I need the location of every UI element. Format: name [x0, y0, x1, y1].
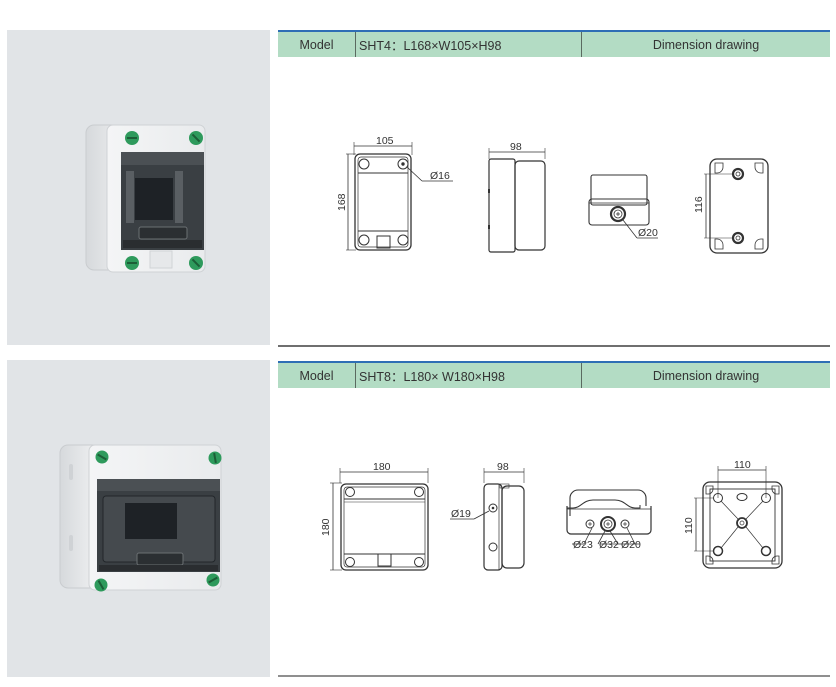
enclosure-photo-illustration [85, 124, 206, 273]
spec-header-sht4: Model SHT4：L168×W105×H98 Dimension drawi… [278, 30, 830, 57]
section-divider [278, 675, 830, 677]
dim-side-depth: 98 [510, 141, 522, 153]
rear-view-drawing: 110 110 [683, 459, 783, 569]
side-view-drawing: 98 Ø19 [450, 461, 525, 571]
dim-front-width: 105 [376, 135, 394, 147]
dim-front-hole: Ø16 [430, 170, 450, 182]
model-spec: SHT8：L180× W180×H98 [356, 363, 582, 388]
spec-header-sht8: Model SHT8：L180× W180×H98 Dimension draw… [278, 361, 830, 388]
dim-bottom-hole-right: Ø20 [621, 539, 641, 551]
dim-rear-spacing: 116 [693, 196, 705, 213]
screw-icon [125, 131, 203, 270]
dimension-drawing-sht4: 105 168 Ø16 [278, 57, 830, 345]
side-view-drawing: 98 [488, 141, 546, 253]
dimension-drawing-label: Dimension drawing [652, 368, 760, 383]
product-photo-sht8 [7, 360, 270, 677]
dim-rear-width: 110 [734, 459, 751, 471]
dimension-drawing-label: Dimension drawing [652, 37, 760, 52]
model-label: Model [278, 32, 356, 57]
enclosure-photo-illustration [59, 444, 222, 592]
model-spec: SHT4：L168×W105×H98 [356, 32, 582, 57]
dim-bottom-hole: Ø20 [638, 227, 658, 239]
product-photo-sht4 [7, 30, 270, 345]
dim-front-height: 180 [320, 518, 332, 536]
dim-side-depth: 98 [497, 461, 509, 473]
dim-rear-height: 110 [683, 517, 695, 534]
dimension-drawing-sht8: 180 180 98 [278, 388, 830, 676]
rear-view-drawing: 116 [693, 158, 769, 254]
front-view-drawing: 180 180 [320, 461, 429, 571]
front-view-drawing: 105 168 Ø16 [336, 135, 453, 251]
section-divider [278, 345, 830, 347]
model-label: Model [278, 363, 356, 388]
dim-bottom-hole-left: Ø23 [573, 539, 593, 551]
dim-bottom-hole-center: Ø32 [599, 539, 619, 551]
bottom-view-drawing: Ø20 [588, 174, 658, 239]
bottom-view-drawing: Ø23 Ø32 Ø20 [566, 489, 652, 551]
screw-icon [94, 450, 222, 592]
dim-front-height: 168 [336, 193, 348, 211]
dim-side-hole: Ø19 [451, 508, 471, 520]
dim-front-width: 180 [373, 461, 391, 473]
